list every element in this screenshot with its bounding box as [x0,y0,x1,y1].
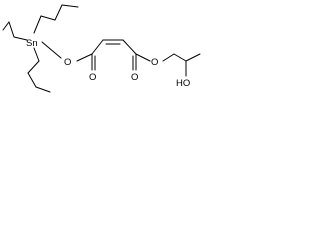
carbonyl-oxygen-1-label: O [89,72,96,83]
maleate-backbone [76,39,151,71]
sn-o-bond [41,41,62,59]
butyl-chain-left [2,21,28,41]
chemical-structure: Sn O O O O HO [2,4,201,93]
ester-oxygen-2-label: O [151,57,158,68]
hydroxypropyl-chain [162,53,201,77]
butyl-chain-top [33,4,79,34]
hydroxyl-label: HO [176,78,190,89]
ester-oxygen-sn-label: O [64,57,71,68]
carbonyl-oxygen-2-label: O [131,72,138,83]
tin-atom-label: Sn [26,38,38,49]
butyl-chain-bottom [27,47,51,93]
